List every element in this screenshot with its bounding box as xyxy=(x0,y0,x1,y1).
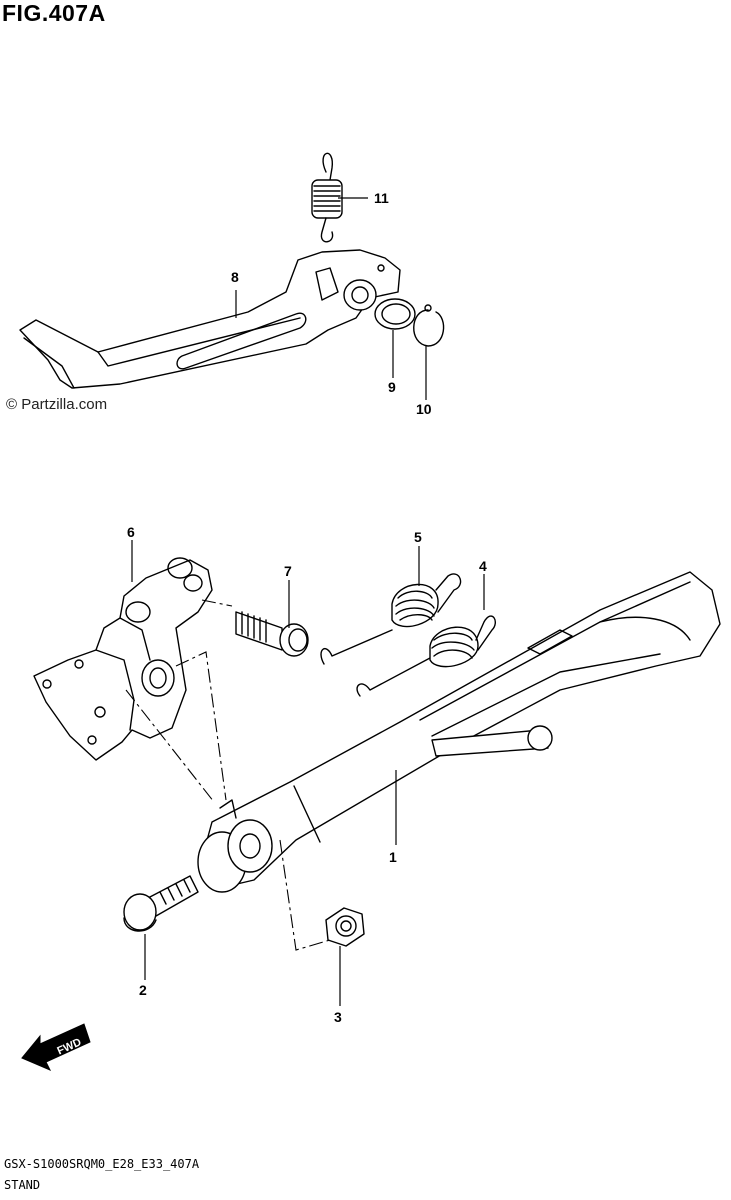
callout-1: 1 xyxy=(389,849,397,865)
assembly-center-lines xyxy=(125,599,331,951)
part-6-bracket xyxy=(33,557,213,761)
watermark-text: © Partzilla.com xyxy=(6,396,108,413)
callout-numbers: 1 2 3 4 5 6 7 8 9 10 11 xyxy=(127,190,487,1025)
part-8-stand-arm xyxy=(19,249,401,389)
section-name: STAND xyxy=(4,1178,41,1192)
part-2-pivot-bolt xyxy=(123,875,199,932)
callout-4: 4 xyxy=(479,558,487,574)
part-11-spring xyxy=(311,152,343,243)
callout-2: 2 xyxy=(139,982,147,998)
callout-11: 11 xyxy=(374,190,389,206)
part-10-circlip xyxy=(413,304,445,347)
callout-leaders xyxy=(131,197,485,1006)
figure-title: FIG.407A xyxy=(2,0,106,26)
callout-6: 6 xyxy=(127,524,135,540)
callout-8: 8 xyxy=(231,269,239,285)
part-5-spring xyxy=(320,573,462,665)
part-1-side-stand xyxy=(197,571,721,893)
part-4-spring xyxy=(356,615,496,697)
callout-3: 3 xyxy=(334,1009,342,1025)
callout-5: 5 xyxy=(414,529,422,545)
callout-10: 10 xyxy=(416,401,432,417)
fwd-arrow-icon: FWD xyxy=(21,1023,91,1071)
part-9-washer xyxy=(374,298,416,330)
callout-7: 7 xyxy=(284,563,292,579)
drawing-code: GSX-S1000SRQM0_E28_E33_407A xyxy=(4,1157,200,1171)
part-3-nut xyxy=(325,907,365,947)
callout-9: 9 xyxy=(388,379,396,395)
part-7-bolt xyxy=(235,611,309,657)
